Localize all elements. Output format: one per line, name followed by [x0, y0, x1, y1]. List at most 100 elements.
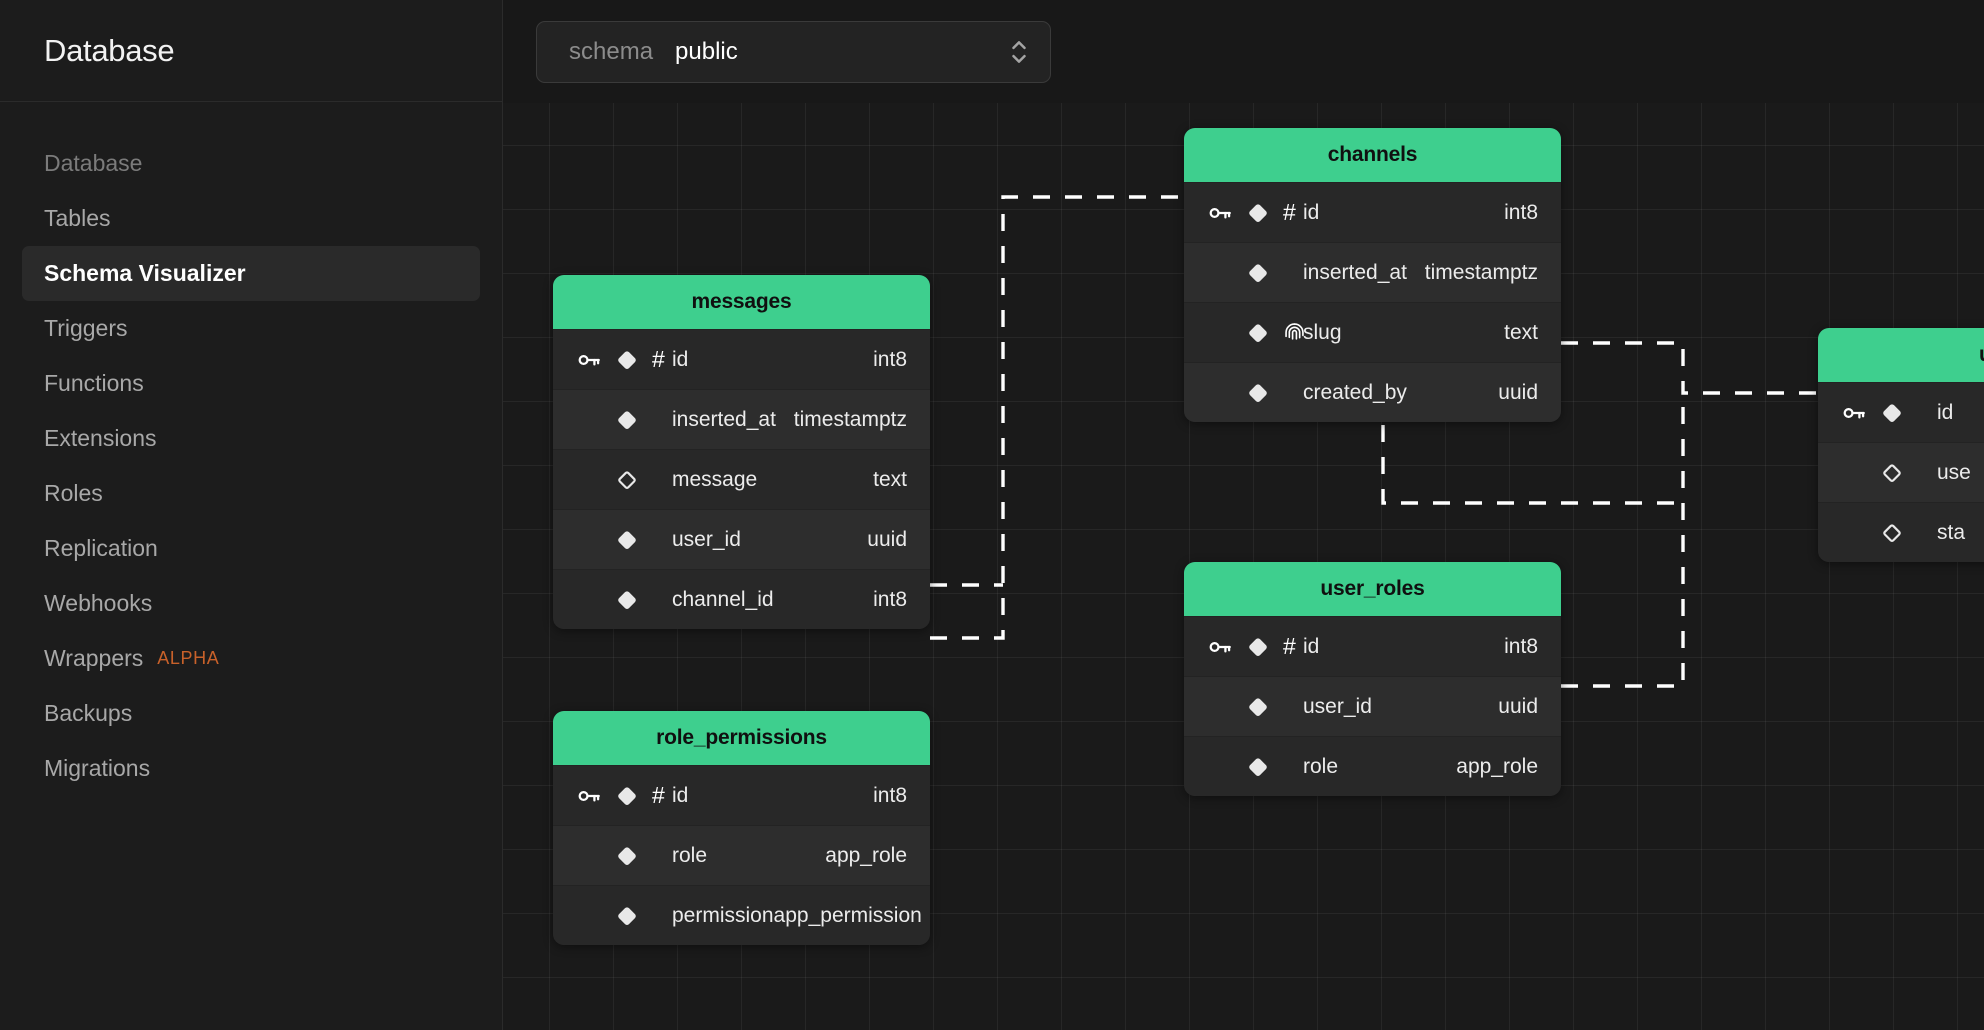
not-null-diamond-icon — [614, 347, 640, 373]
column-name: user_id — [1303, 694, 1372, 718]
table-node-title: user_roles — [1184, 562, 1561, 616]
column-icons: # — [1207, 634, 1303, 660]
column-type: int8 — [873, 587, 907, 611]
toolbar: schema public — [503, 0, 1984, 103]
column-name: user_id — [672, 527, 741, 551]
column-icons — [1841, 520, 1937, 546]
column-icons — [1207, 754, 1303, 780]
primary-key-icon — [1207, 200, 1233, 226]
table-node-title: messages — [553, 275, 930, 329]
sidebar-item-replication[interactable]: Replication — [22, 521, 480, 576]
sidebar-item-tables[interactable]: Tables — [22, 191, 480, 246]
nullable-diamond-icon — [614, 467, 640, 493]
primary-key-icon — [576, 783, 602, 809]
column-name: use — [1937, 460, 1971, 484]
primary-key-icon — [576, 347, 602, 373]
sidebar-item-database[interactable]: Database — [22, 136, 480, 191]
sidebar-item-label: Tables — [44, 205, 111, 231]
sidebar-item-label: Schema Visualizer — [44, 260, 246, 286]
table-row[interactable]: role app_role — [1184, 736, 1561, 796]
table-row[interactable]: sta — [1818, 502, 1984, 562]
column-name: id — [1303, 200, 1320, 224]
column-type: int8 — [873, 783, 907, 807]
column-type: uuid — [1498, 694, 1538, 718]
sidebar-header: Database — [0, 0, 502, 102]
sidebar-item-webhooks[interactable]: Webhooks — [22, 576, 480, 631]
primary-key-icon — [1841, 400, 1867, 426]
not-null-diamond-icon — [1245, 694, 1271, 720]
column-type: timestamptz — [1424, 260, 1538, 284]
column-icons: # — [576, 783, 672, 809]
table-row[interactable]: use — [1818, 442, 1984, 502]
table-node-title: role_permissions — [553, 711, 930, 765]
table-row[interactable]: #id int8 — [1184, 182, 1561, 242]
nullable-diamond-icon — [1879, 520, 1905, 546]
primary-key-icon — [1207, 634, 1233, 660]
column-name: slug — [1303, 320, 1342, 344]
column-type: int8 — [873, 347, 907, 371]
not-null-diamond-icon — [1879, 400, 1905, 426]
sidebar-item-functions[interactable]: Functions — [22, 356, 480, 411]
sidebar-item-triggers[interactable]: Triggers — [22, 301, 480, 356]
column-icons — [1207, 260, 1303, 286]
column-icons: # — [1207, 200, 1303, 226]
not-null-diamond-icon — [1245, 200, 1271, 226]
table-row[interactable]: created_by uuid — [1184, 362, 1561, 422]
sidebar-item-label: Replication — [44, 535, 158, 561]
not-null-diamond-icon — [614, 527, 640, 553]
not-null-diamond-icon — [1245, 260, 1271, 286]
column-name: permission — [672, 903, 774, 927]
schema-selector[interactable]: schema public — [536, 20, 1051, 83]
column-name: role — [1303, 754, 1339, 778]
column-type: text — [873, 467, 907, 491]
sidebar-item-extensions[interactable]: Extensions — [22, 411, 480, 466]
sidebar-item-migrations[interactable]: Migrations — [22, 741, 480, 796]
sidebar-item-schema-visualizer[interactable]: Schema Visualizer — [22, 246, 480, 301]
table-row[interactable]: user_id uuid — [1184, 676, 1561, 736]
column-icons — [1207, 694, 1303, 720]
column-type: timestamptz — [793, 407, 907, 431]
column-icons — [576, 903, 672, 929]
not-null-diamond-icon — [1245, 320, 1271, 346]
column-name: inserted_at — [672, 407, 776, 431]
column-name: created_by — [1303, 380, 1407, 404]
column-icons — [1207, 380, 1303, 406]
sidebar-item-label: Webhooks — [44, 590, 153, 616]
column-type: app_role — [1456, 754, 1538, 778]
column-icons — [1207, 320, 1304, 346]
column-type: uuid — [1498, 380, 1538, 404]
column-type: int8 — [1504, 634, 1538, 658]
table-row[interactable]: inserted_at timestamptz — [553, 389, 930, 449]
sidebar-item-backups[interactable]: Backups — [22, 686, 480, 741]
column-icons — [576, 527, 672, 553]
schema-selector-value: public — [675, 37, 738, 65]
not-null-diamond-icon — [614, 903, 640, 929]
sidebar-item-roles[interactable]: Roles — [22, 466, 480, 521]
column-icons — [576, 467, 672, 493]
hash-icon: # — [652, 782, 665, 808]
not-null-diamond-icon — [614, 843, 640, 869]
column-type: int8 — [1504, 200, 1538, 224]
status-badge: ALPHA — [157, 648, 220, 668]
table-node-users[interactable]: usersiduuidusesta — [1818, 328, 1984, 562]
